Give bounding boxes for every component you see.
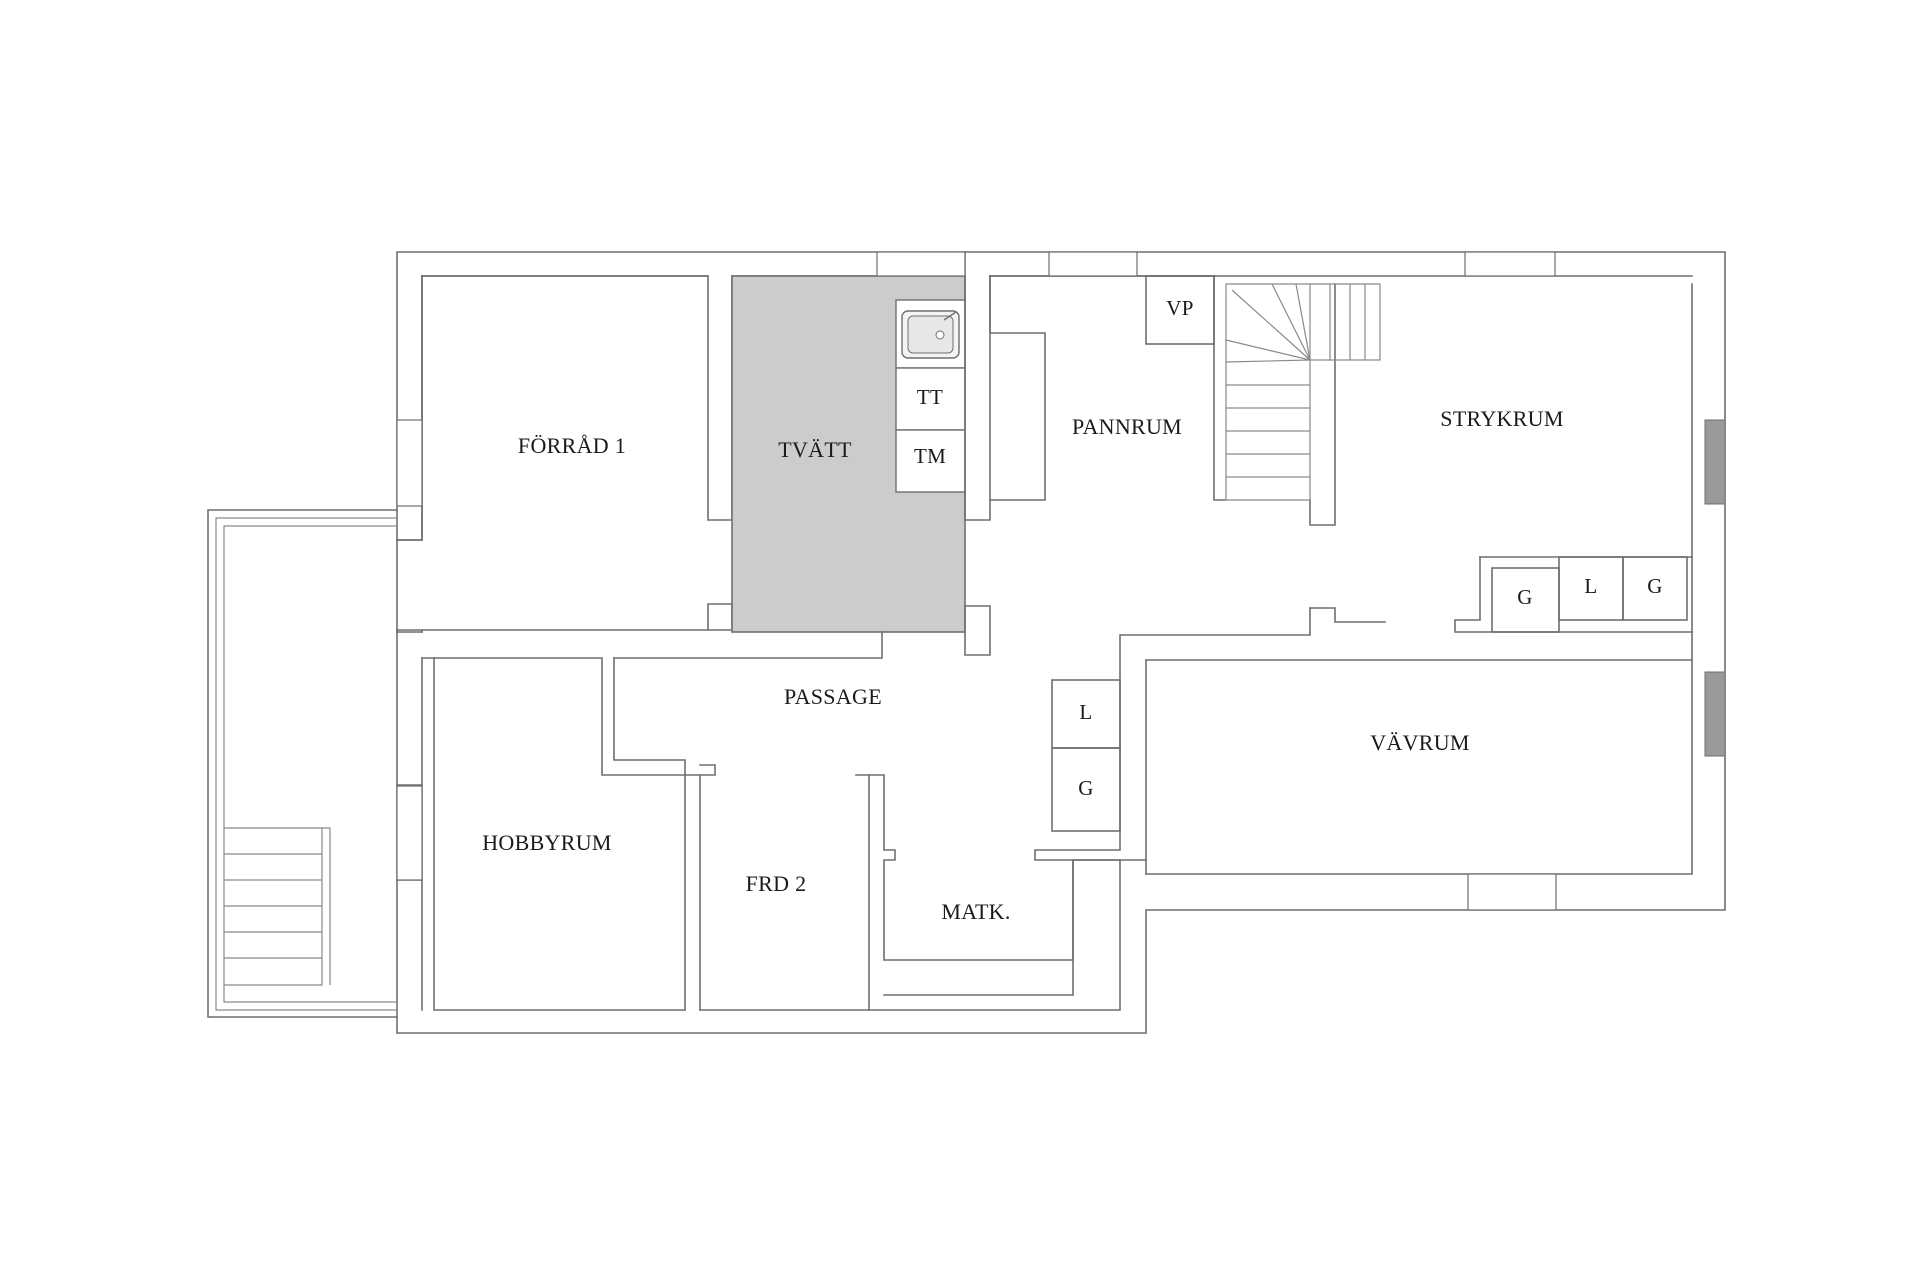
closet-label-stryk-g1: G xyxy=(1517,585,1532,609)
appliance-label-tm: TM xyxy=(914,444,946,468)
room-label-tvatt: TVÄTT xyxy=(778,437,852,462)
interior-walls xyxy=(396,251,1693,1011)
staircase-icon xyxy=(1225,283,1381,501)
windows xyxy=(396,251,1557,911)
room-label-frd2: FRD 2 xyxy=(746,871,807,896)
closet-label-stryk-g2: G xyxy=(1647,574,1662,598)
exterior-walls xyxy=(396,251,1726,1034)
room-label-vp: VP xyxy=(1166,296,1193,320)
radiators xyxy=(1704,419,1726,757)
sink-icon xyxy=(901,310,960,359)
room-label-matk: MATK. xyxy=(941,899,1010,924)
appliance-label-tt: TT xyxy=(917,385,943,409)
room-label-strykrum: STRYKRUM xyxy=(1440,406,1563,431)
closet-label-passage-l: L xyxy=(1079,700,1092,724)
room-label-pannrum: PANNRUM xyxy=(1072,414,1182,439)
room-label-hobbyrum: HOBBYRUM xyxy=(482,830,612,855)
closet-label-passage-g: G xyxy=(1078,776,1093,800)
veranda xyxy=(207,509,398,1018)
room-label-forrad1: FÖRRÅD 1 xyxy=(518,433,626,458)
room-label-passage: PASSAGE xyxy=(784,684,882,709)
closet-label-stryk-l: L xyxy=(1584,574,1597,598)
outdoor-stairs-icon xyxy=(224,827,331,986)
room-label-vavrum: VÄVRUM xyxy=(1370,730,1470,755)
